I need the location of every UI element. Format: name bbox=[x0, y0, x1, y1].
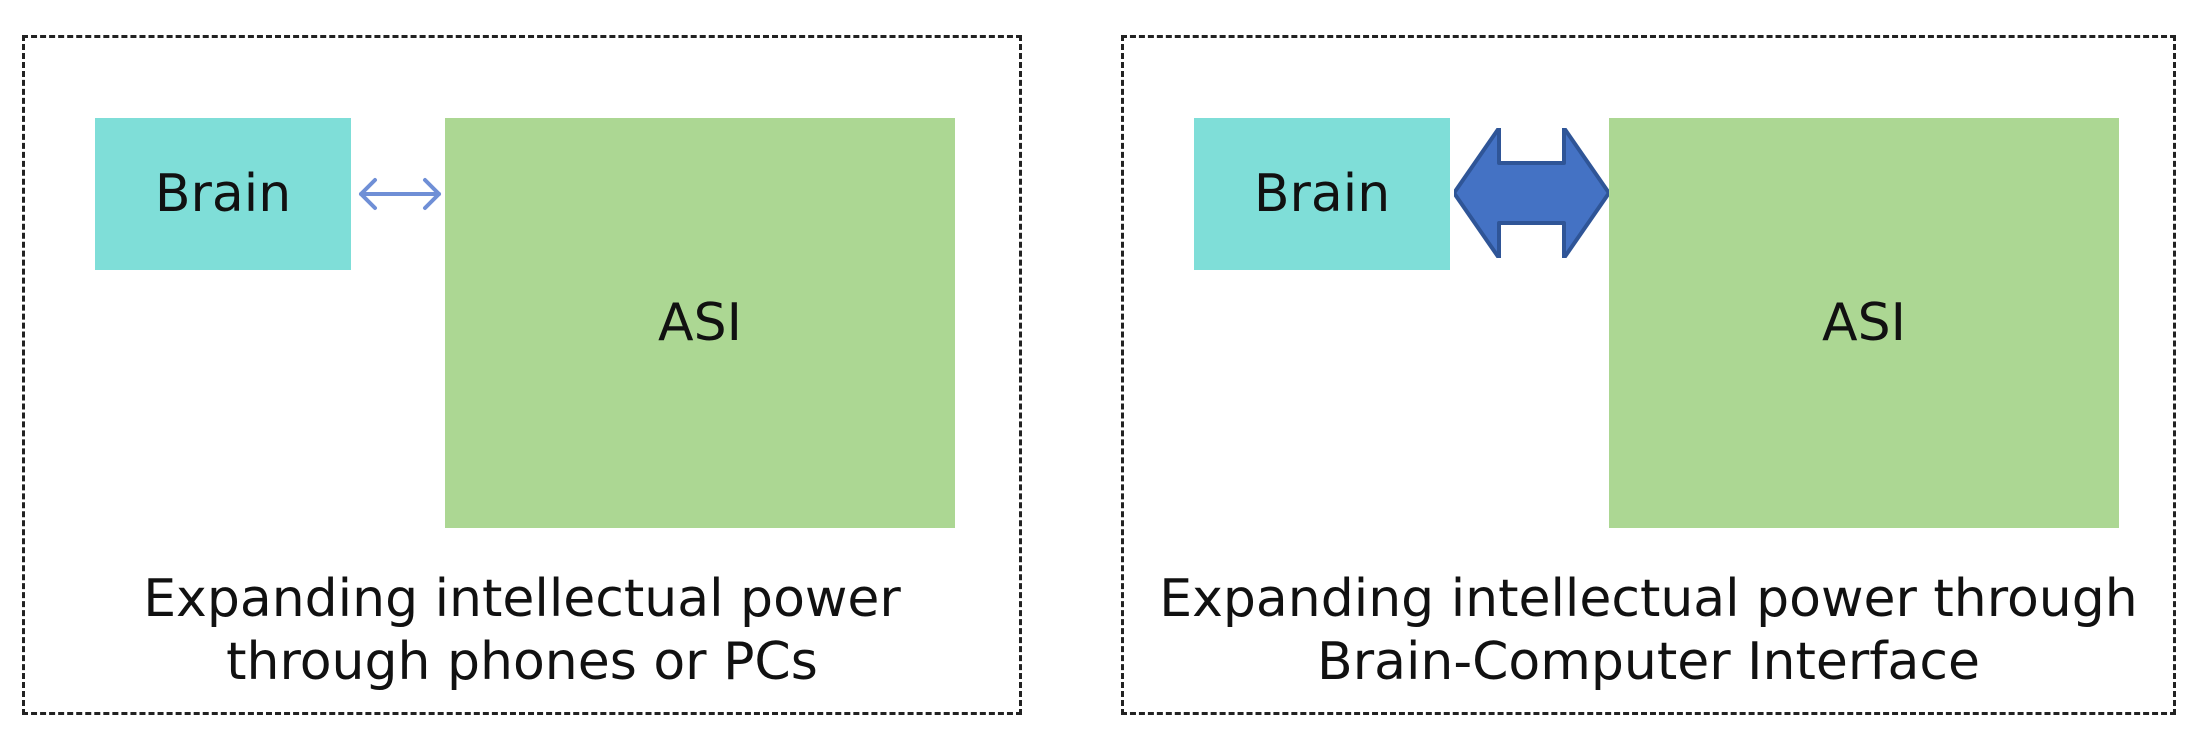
brain-label: Brain bbox=[1253, 164, 1391, 224]
brain-box: Brain bbox=[95, 118, 351, 270]
panel-brain-computer-interface: Brain ASI Expanding intellectual power t… bbox=[1121, 35, 2176, 715]
panel-caption: Expanding intellectual power through Bra… bbox=[1124, 568, 2173, 695]
caption-line: Expanding intellectual power bbox=[143, 569, 901, 629]
asi-box: ASI bbox=[445, 118, 955, 528]
caption-line: through phones or PCs bbox=[226, 632, 818, 693]
panel-phones-or-pcs: Brain ASI Expanding intellectual power t… bbox=[22, 35, 1022, 715]
panel-caption: Expanding intellectual power through pho… bbox=[25, 568, 1019, 695]
asi-label: ASI bbox=[1822, 293, 1906, 353]
brain-box: Brain bbox=[1194, 118, 1450, 270]
asi-label: ASI bbox=[658, 293, 742, 353]
brain-label: Brain bbox=[154, 164, 292, 224]
asi-box: ASI bbox=[1609, 118, 2119, 528]
caption-line: Brain-Computer Interface bbox=[1317, 632, 1980, 693]
thin-double-arrow-icon bbox=[359, 178, 441, 210]
thick-double-arrow-icon bbox=[1454, 128, 1609, 258]
caption-line: Expanding intellectual power through bbox=[1159, 569, 2138, 629]
